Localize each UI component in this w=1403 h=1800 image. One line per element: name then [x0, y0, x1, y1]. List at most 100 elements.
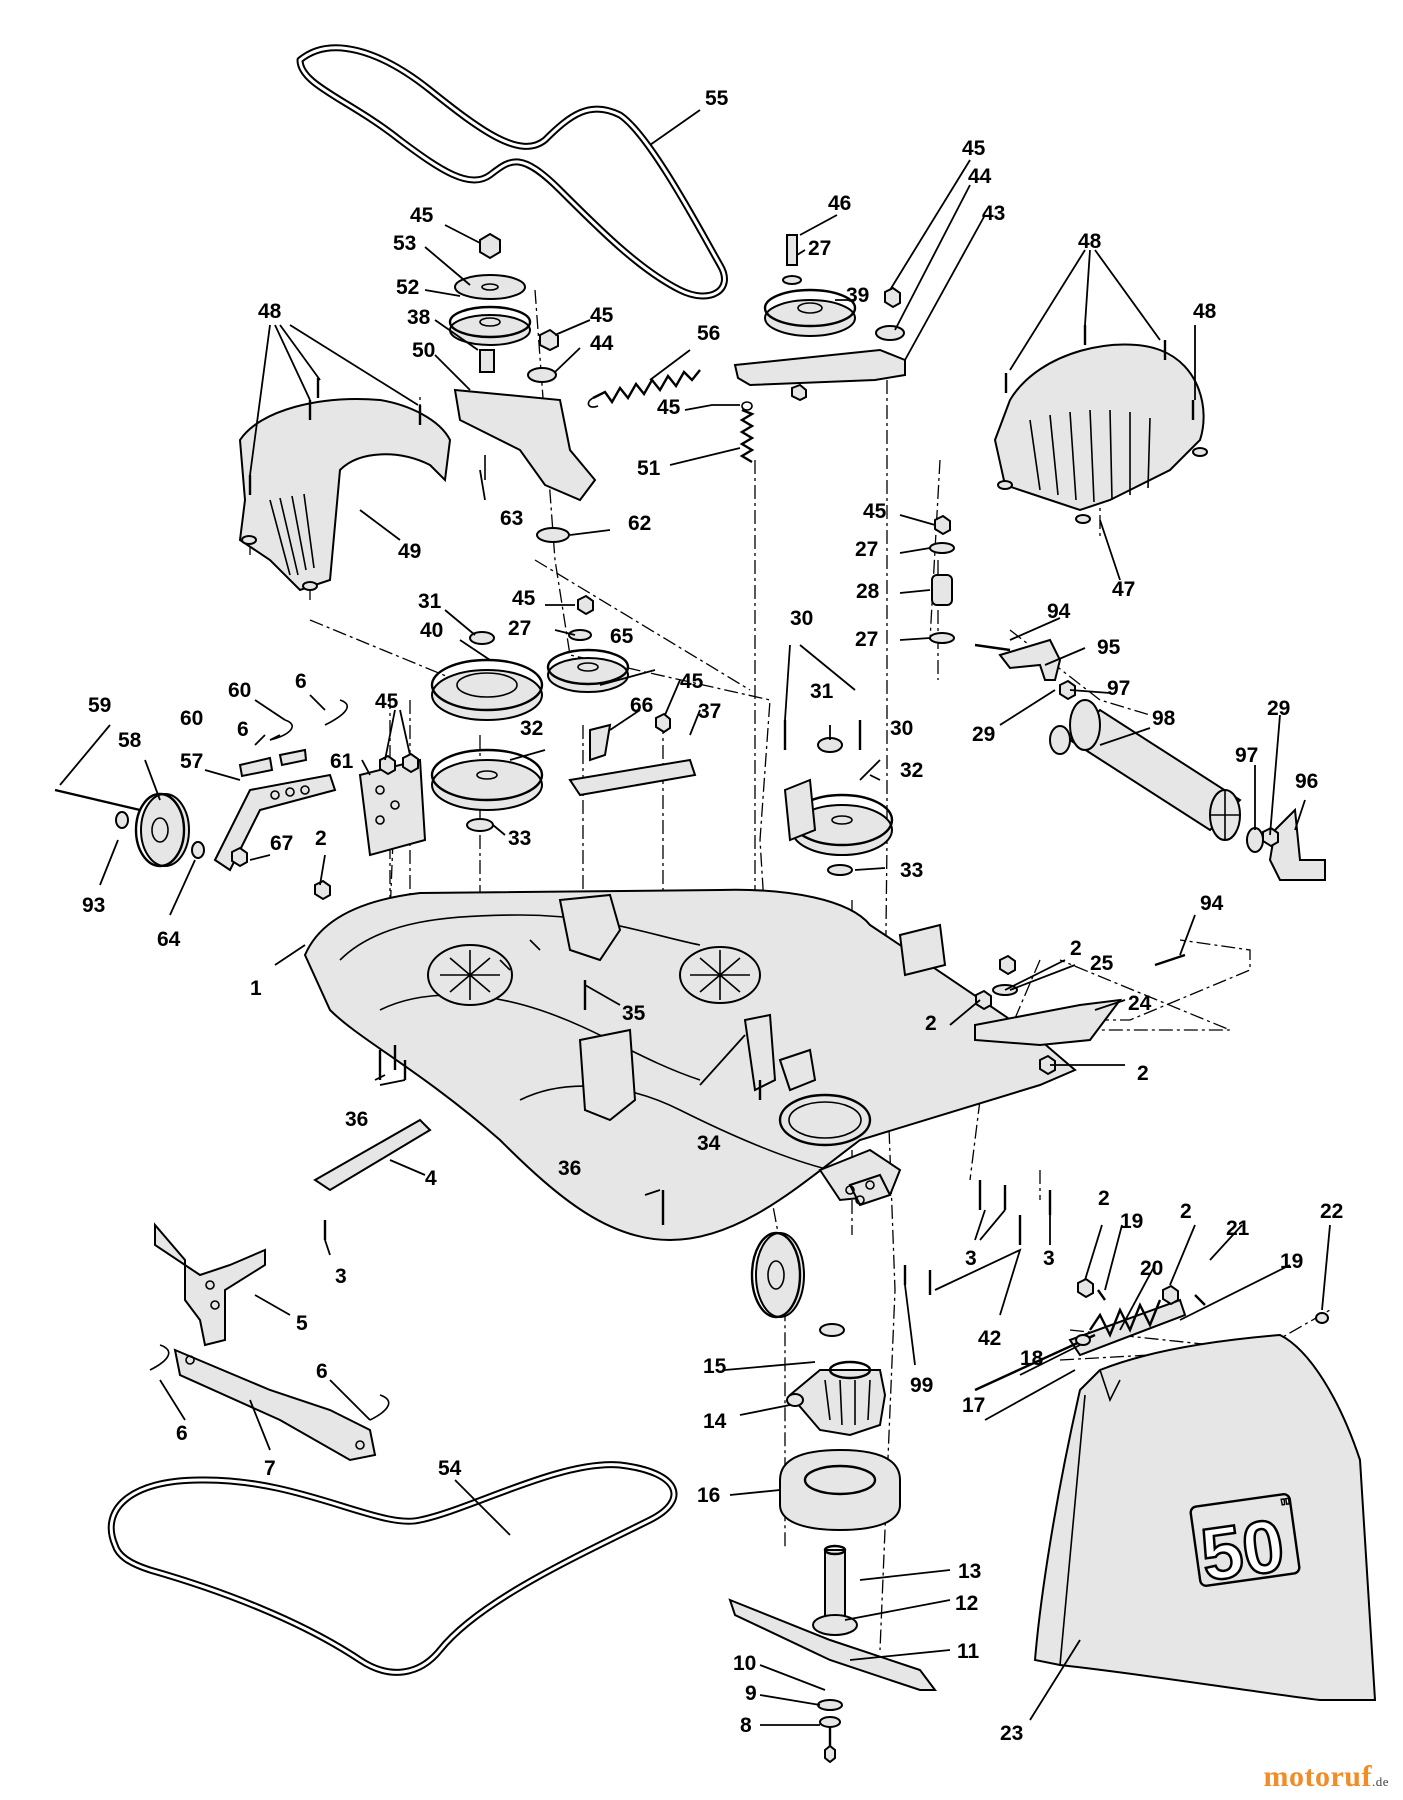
callout-label-c53: 53: [393, 232, 416, 255]
callout-label-c48b: 48: [1078, 230, 1102, 253]
pulley-32-left: [430, 748, 544, 832]
belt-55: [296, 44, 728, 300]
callout-label-c3c: 3: [1043, 1247, 1055, 1270]
callout-label-c2c: 2: [925, 1012, 937, 1035]
callout-label-c29a: 29: [972, 723, 995, 746]
callout-label-c27b: 27: [855, 538, 878, 561]
callout-label-c96: 96: [1295, 770, 1318, 793]
callout-label-c4: 4: [425, 1167, 437, 1190]
callout-label-c3b: 3: [965, 1247, 977, 1270]
callout-label-c16: 16: [697, 1484, 720, 1507]
watermark-logo: motoruf.de: [1263, 1760, 1389, 1794]
callout-label-c56: 56: [697, 322, 720, 345]
gauge-wheel-bracket-left: [54, 699, 348, 872]
callout-label-c38: 38: [407, 306, 431, 329]
callout-label-c24: 24: [1128, 992, 1152, 1015]
callout-label-c45b: 45: [590, 304, 614, 327]
callout-label-c94a: 94: [1047, 600, 1071, 623]
callout-label-c63: 63: [500, 507, 523, 530]
callout-label-c36b: 36: [558, 1157, 581, 1180]
callout-label-c1: 1: [250, 977, 262, 1000]
callout-label-c32a: 32: [520, 717, 543, 740]
callout-label-c54: 54: [438, 1457, 462, 1480]
chute-decal-unit: ": [1279, 1493, 1293, 1519]
callout-label-c2e: 2: [1098, 1187, 1110, 1210]
callout-label-c32b: 32: [900, 759, 923, 782]
callout-label-c45a: 45: [410, 204, 434, 227]
callout-label-c97a: 97: [1107, 677, 1130, 700]
pulley-40: [430, 631, 544, 721]
spring-51: [739, 401, 755, 464]
callout-label-c13: 13: [958, 1560, 981, 1583]
callout-label-c2f: 2: [1180, 1200, 1192, 1223]
callout-label-c44a: 44: [590, 332, 614, 355]
deflector-chute-23: 50 ": [1033, 1333, 1377, 1701]
callout-label-c45h: 45: [375, 690, 399, 713]
callout-label-c2b: 2: [1070, 937, 1082, 960]
front-gauge-wheel: [750, 1231, 805, 1319]
callout-label-c36a: 36: [345, 1108, 368, 1131]
callout-label-c46: 46: [828, 192, 851, 215]
callout-label-c60b: 60: [180, 707, 203, 730]
callout-label-c61: 61: [330, 750, 354, 773]
idler-arm-assembly-left: [448, 232, 597, 543]
callout-label-c27d: 27: [508, 617, 531, 640]
callout-label-c45c: 45: [657, 396, 681, 419]
callout-label-c6b: 6: [237, 718, 249, 741]
callout-label-c48a: 48: [258, 300, 282, 323]
callout-label-c19b: 19: [1280, 1250, 1303, 1273]
callout-label-c40: 40: [420, 619, 443, 642]
watermark-brand: motoruf: [1263, 1760, 1372, 1793]
callout-label-c39: 39: [846, 284, 869, 307]
belt-cover-49-left: [238, 398, 452, 592]
bolts-48: [248, 325, 1195, 495]
belt-54: [107, 1461, 678, 1676]
callout-label-c6c: 6: [176, 1422, 188, 1445]
callout-label-c31b: 31: [810, 680, 834, 703]
callout-label-c95: 95: [1097, 636, 1121, 659]
callout-label-c99: 99: [910, 1374, 933, 1397]
callout-label-c59: 59: [88, 694, 111, 717]
callout-label-c8: 8: [740, 1714, 752, 1737]
callout-label-c42: 42: [978, 1327, 1001, 1350]
hanger-bracket-24: [974, 954, 1123, 1076]
idler-stack-28: [929, 514, 955, 644]
callout-label-c47: 47: [1112, 578, 1135, 601]
callout-label-c17: 17: [962, 1394, 985, 1417]
callout-label-c45e: 45: [863, 500, 887, 523]
callout-label-c44b: 44: [968, 165, 992, 188]
callout-label-c55: 55: [705, 87, 729, 110]
callout-label-c18: 18: [1020, 1347, 1044, 1370]
callout-label-c67: 67: [270, 832, 293, 855]
callout-label-c2a: 2: [315, 827, 327, 850]
callout-label-c28: 28: [856, 580, 880, 603]
callout-label-c97b: 97: [1235, 744, 1258, 767]
chute-decal-size: 50: [1196, 1503, 1289, 1597]
callout-label-c37: 37: [698, 700, 721, 723]
callout-label-c7: 7: [264, 1457, 276, 1480]
callout-label-c51: 51: [637, 457, 661, 480]
callout-label-c30b: 30: [890, 717, 913, 740]
mower-deck-1: [303, 778, 1077, 1242]
bracket-37: [568, 712, 697, 797]
callout-label-c21: 21: [1226, 1217, 1250, 1240]
callout-label-c22: 22: [1320, 1200, 1343, 1223]
callout-label-c65: 65: [610, 625, 634, 648]
callout-label-c50: 50: [412, 339, 435, 362]
callout-label-c60a: 60: [228, 679, 251, 702]
callout-label-c93: 93: [82, 894, 105, 917]
callout-label-c98: 98: [1152, 707, 1176, 730]
callout-label-c30a: 30: [790, 607, 813, 630]
watermark-tld: .de: [1371, 1774, 1389, 1789]
callout-label-c33a: 33: [508, 827, 531, 850]
spindle-assembly: [728, 1323, 937, 1764]
callout-label-c94b: 94: [1200, 892, 1224, 915]
callout-label-c20: 20: [1140, 1257, 1163, 1280]
callout-label-c3a: 3: [335, 1265, 347, 1288]
callout-label-c12: 12: [955, 1592, 978, 1615]
callout-label-c57: 57: [180, 750, 203, 773]
callout-label-c33b: 33: [900, 859, 923, 882]
hinge-rod-17: [974, 1312, 1329, 1392]
